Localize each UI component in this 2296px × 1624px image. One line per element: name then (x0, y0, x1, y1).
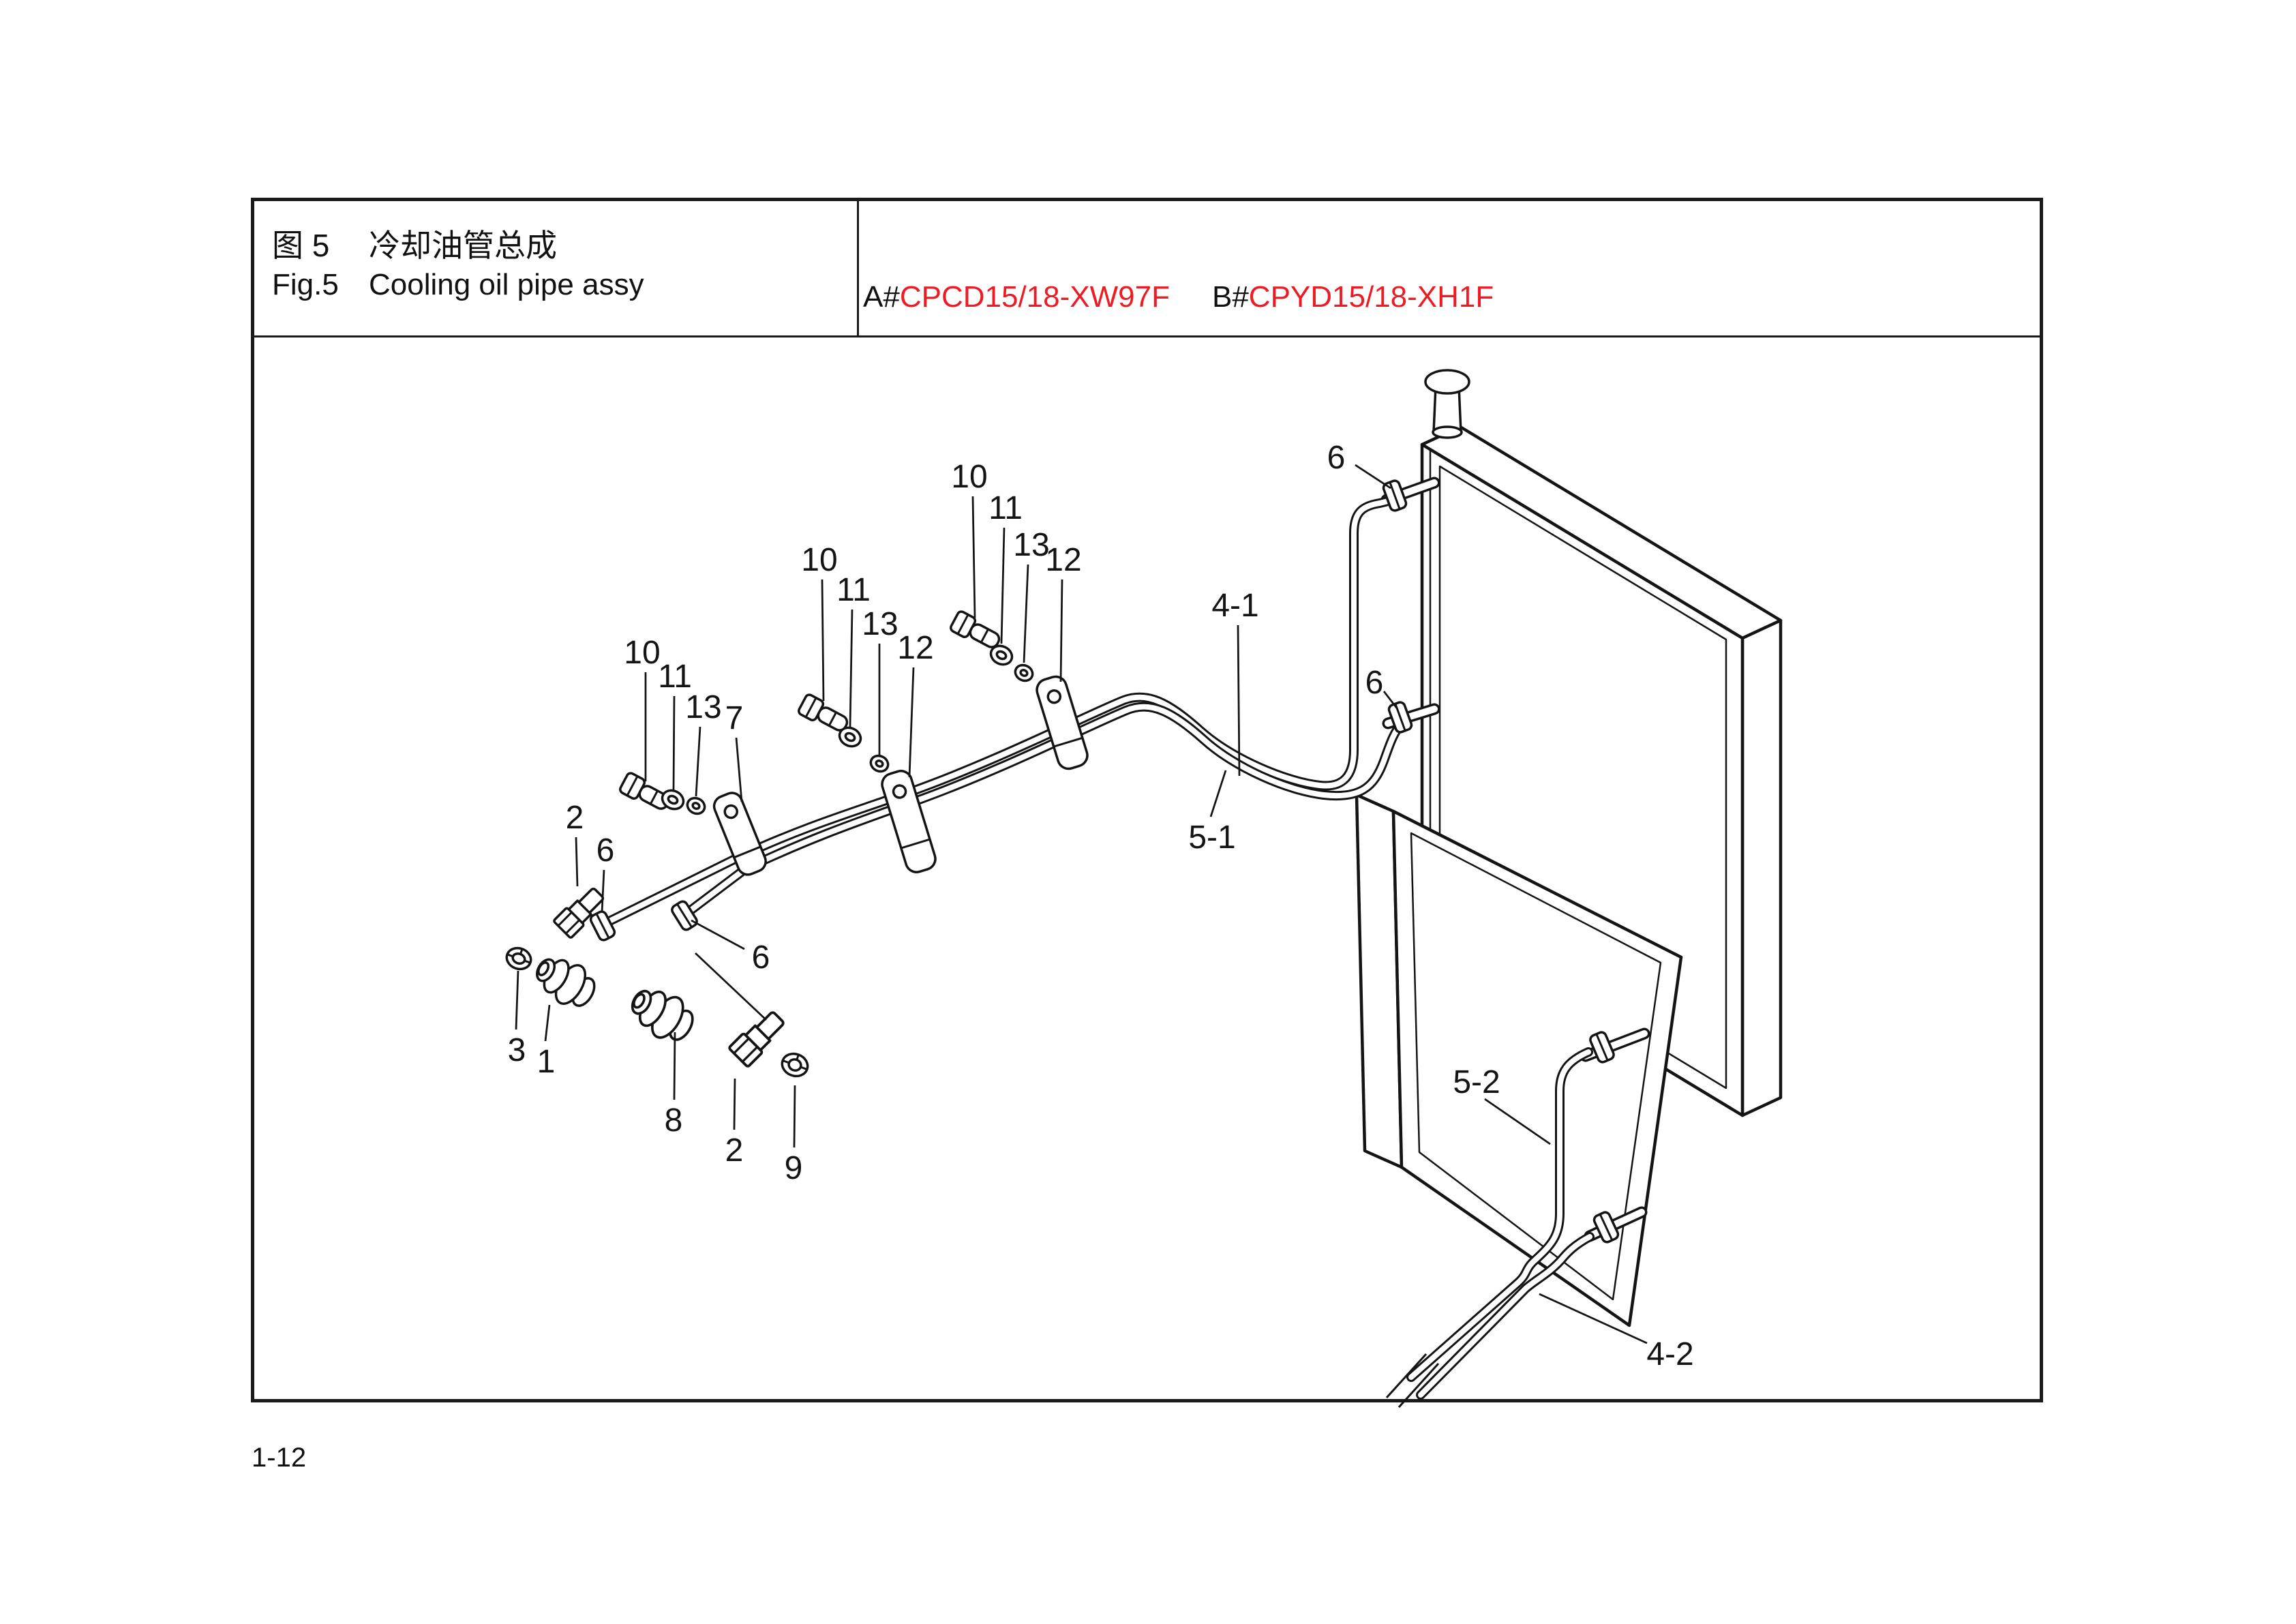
fig-number-en: Fig.5 (272, 268, 339, 301)
model-a-label: A# (863, 280, 900, 314)
page-number: 1-12 (252, 1443, 307, 1473)
model-b-label: B# (1211, 280, 1249, 314)
title-line-en: Fig.5 Cooling oil pipe assy (272, 265, 857, 305)
title-en: Cooling oil pipe assy (369, 268, 644, 301)
fig-number-cn: 图 5 (272, 228, 330, 263)
models-cell: A#CPCD15/18-XW97F B#CPYD15/18-XH1F (859, 201, 2040, 335)
model-a-code: CPCD15/18-XW97F (899, 280, 1170, 314)
title-cn: 冷却油管总成 (369, 228, 557, 263)
title-cell: 图 5 冷却油管总成 Fig.5 Cooling oil pipe assy (254, 201, 859, 335)
title-line-cn: 图 5 冷却油管总成 (272, 226, 857, 265)
model-b-code: CPYD15/18-XH1F (1248, 280, 1494, 314)
